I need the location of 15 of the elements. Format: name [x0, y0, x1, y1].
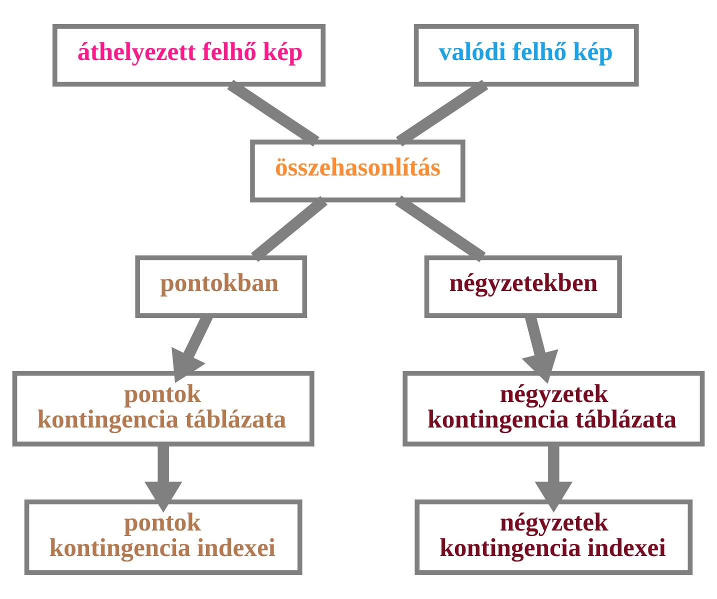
node-box: négyzetek kontingencia táblázata: [402, 370, 705, 446]
node-box: pontok kontingencia indexei: [24, 499, 302, 575]
arrow: [144, 444, 182, 513]
node-box: négyzetekben: [424, 255, 622, 318]
node-box: négyzetek kontingencia indexei: [414, 499, 693, 575]
connector: [396, 80, 488, 146]
connector: [395, 195, 486, 262]
connector: [227, 80, 320, 146]
node-box: összehasonlítás: [250, 140, 466, 202]
connector: [250, 196, 328, 262]
node-box: pontok kontingencia táblázata: [12, 370, 314, 446]
arrow: [534, 444, 573, 513]
node-box: pontokban: [135, 255, 308, 318]
node-box: áthelyezett felhő kép: [52, 24, 326, 87]
node-box: valódi felhő kép: [414, 24, 639, 87]
